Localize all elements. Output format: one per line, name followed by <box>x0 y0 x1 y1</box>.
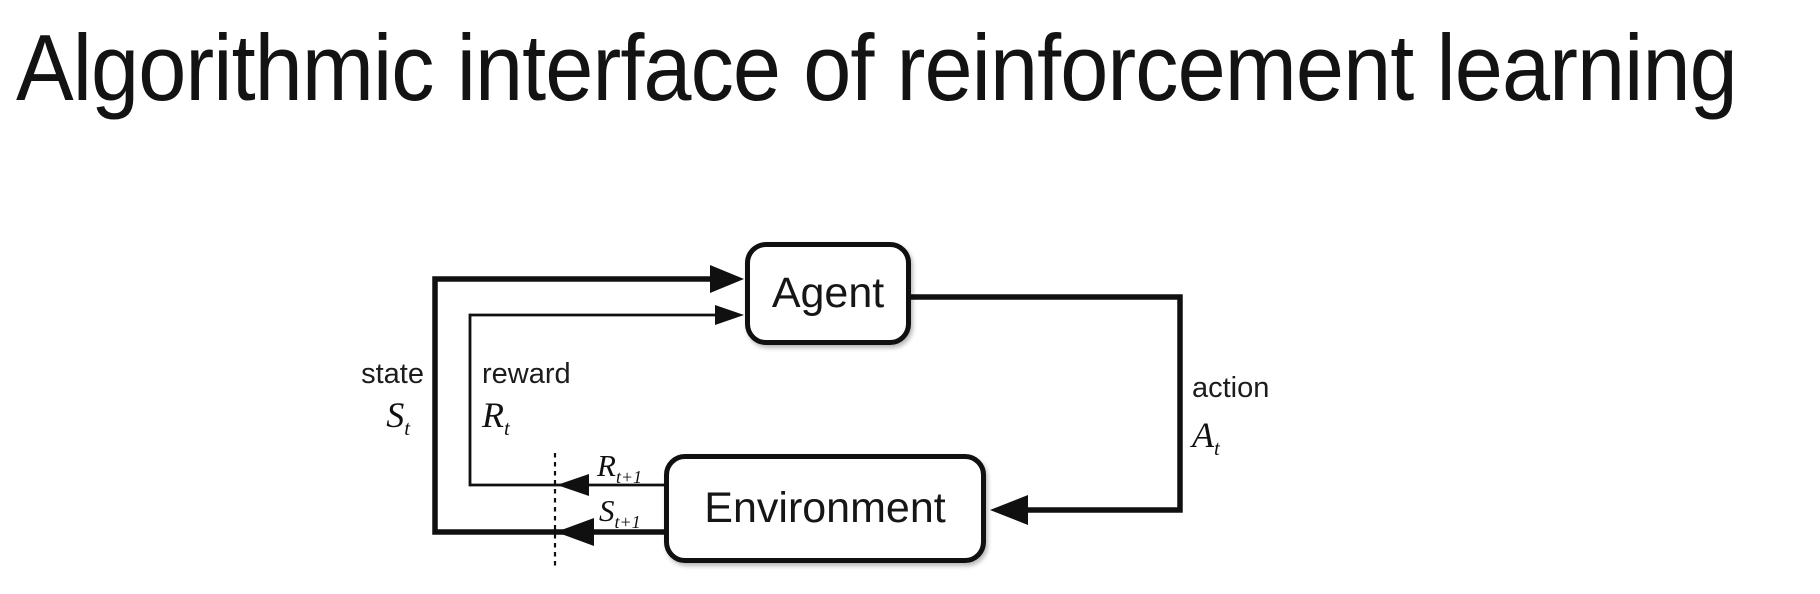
next-state-symbol-label: St+1 <box>599 493 641 533</box>
action-path-line <box>910 294 1183 513</box>
action-symbol-label: At <box>1192 415 1220 461</box>
state-word-label: state <box>361 358 424 390</box>
action-word-label: action <box>1192 372 1270 404</box>
next-state-boundary-arrowhead <box>556 518 594 546</box>
slide-title: Algorithmic interface of reinforcement l… <box>16 15 1738 120</box>
state-into-agent-arrowhead <box>710 265 744 293</box>
reward-word-label: reward <box>482 358 571 390</box>
state-path-line <box>432 276 714 535</box>
reward-into-agent-arrowhead <box>715 305 744 325</box>
state-symbol-label: St <box>386 395 410 441</box>
agent-node: Agent <box>745 242 911 345</box>
next-reward-boundary-arrowhead <box>557 474 589 496</box>
action-into-environment-arrowhead <box>990 495 1028 525</box>
agent-node-label: Agent <box>771 269 885 317</box>
reward-symbol-label: Rt <box>482 395 510 441</box>
next-reward-symbol-label: Rt+1 <box>597 448 643 488</box>
environment-node-label: Environment <box>704 484 946 532</box>
environment-node: Environment <box>664 454 986 563</box>
